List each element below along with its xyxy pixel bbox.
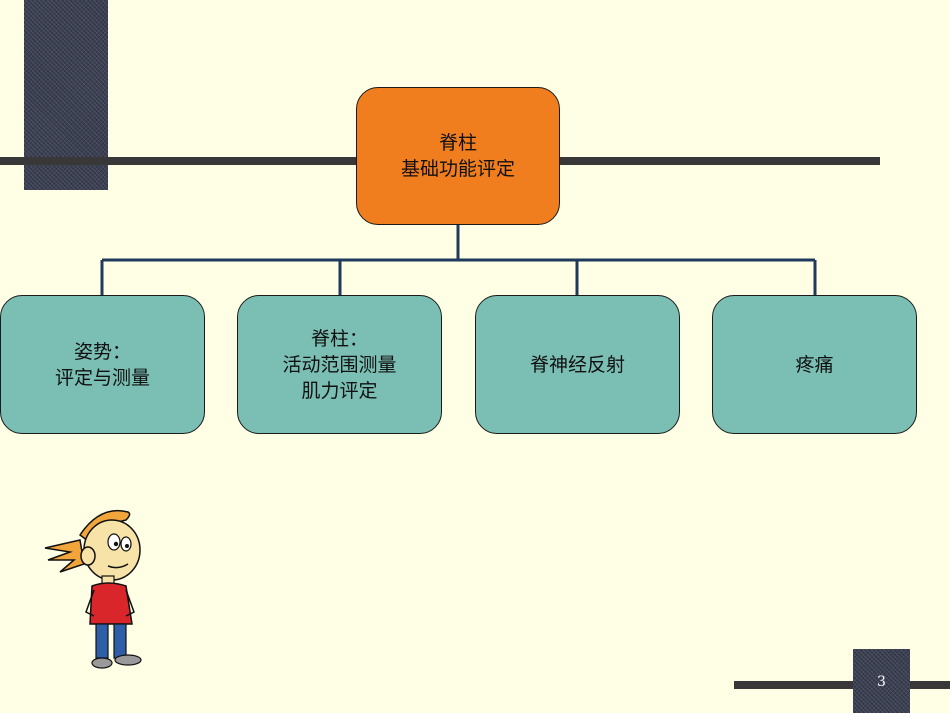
child-node-label: 脊神经反射 [529,353,625,376]
header-bar-right [558,157,880,165]
header-bar-left [0,157,358,165]
child-node-label: 疼痛 [795,353,834,376]
page-number: 3 [877,674,886,690]
child-node-label: 姿势： 评定与测量 [54,340,150,389]
child-node-spine-rom-strength: 脊柱： 活动范围测量 肌力评定 [237,295,442,434]
child-node-spinal-reflex: 脊神经反射 [475,295,680,434]
footer-bar [734,681,950,689]
root-node-spine-assessment: 脊柱 基础功能评定 [356,87,560,225]
child-node-label: 脊柱： 活动范围测量 肌力评定 [282,327,397,402]
child-node-posture: 姿势： 评定与测量 [0,295,205,434]
page-number-square [853,649,910,713]
child-node-pain: 疼痛 [712,295,917,434]
cartoon-boy-illustration [44,510,142,669]
root-node-label: 脊柱 基础功能评定 [400,132,515,180]
